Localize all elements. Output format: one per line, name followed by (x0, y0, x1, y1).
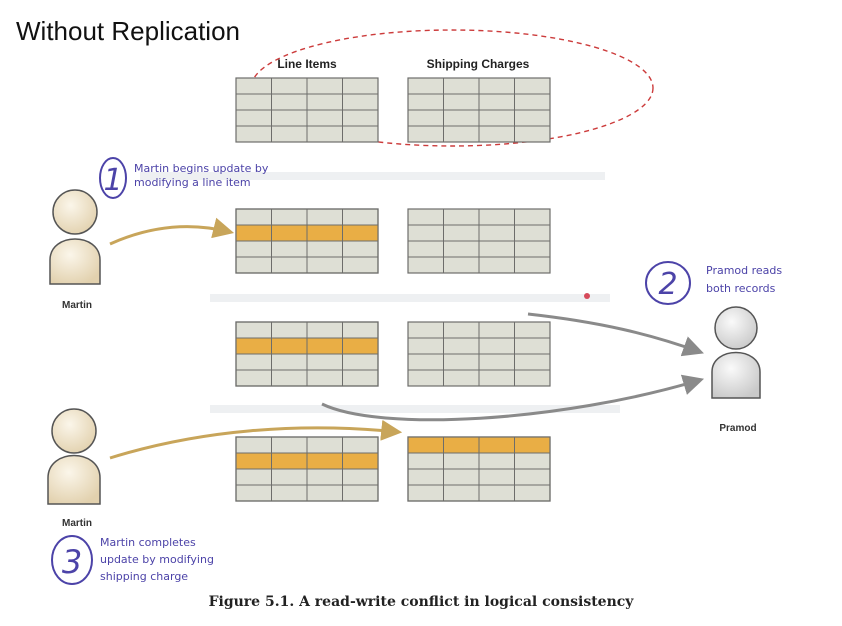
line-items-table-1 (235, 77, 379, 143)
shipping-charges-table-2 (407, 208, 551, 274)
step-2-annotation: 2 Pramod reads both records (645, 261, 782, 305)
shipping-charges-table-4 (407, 436, 551, 502)
header-shipping-charges: Shipping Charges (427, 57, 530, 71)
step-1-number: 1 (103, 163, 122, 198)
header-line-items: Line Items (277, 57, 337, 71)
shipping-charges-table-3 (407, 321, 551, 387)
step-3-text-line-3: shipping charge (100, 570, 188, 583)
step-3-text-line-2: update by modifying (100, 553, 214, 566)
person-pramod (711, 306, 761, 399)
highlight-ellipse (250, 29, 654, 147)
update-shipping-arrow (109, 419, 403, 460)
line-items-table-4 (235, 436, 379, 502)
read-shipping-arrow (321, 374, 705, 422)
step-3-annotation: 3 Martin completes update by modifying s… (51, 535, 214, 585)
person-martin-top (49, 189, 101, 285)
step-2-number: 2 (658, 267, 677, 302)
step-2-text-line-1: Pramod reads (706, 264, 782, 277)
line-items-table-2 (235, 208, 379, 274)
step-3-text-line-1: Martin completes (100, 536, 196, 549)
step-2-text-line-2: both records (706, 282, 776, 295)
person-martin-bottom (47, 408, 101, 505)
separator-band (210, 405, 620, 413)
separator-band (210, 294, 610, 302)
figure-caption: Figure 5.1. A read-write conflict in log… (208, 594, 634, 610)
shipping-charges-table-1 (407, 77, 551, 143)
line-items-table-3 (235, 321, 379, 387)
step-3-number: 3 (62, 543, 82, 581)
red-dot (584, 293, 590, 299)
step-1-text-line-2: modifying a line item (134, 176, 251, 189)
person-label-pramod: Pramod (719, 423, 756, 434)
person-label-martin-bottom: Martin (62, 518, 92, 529)
person-label-martin-top: Martin (62, 300, 92, 311)
step-1-text-line-1: Martin begins update by (134, 162, 269, 175)
slide-title: Without Replication (16, 16, 240, 46)
separator-band (140, 172, 605, 180)
update-line-item-arrow (109, 217, 235, 246)
read-line-item-arrow (527, 312, 704, 357)
step-1-annotation: 1 Martin begins update by modifying a li… (99, 157, 269, 199)
